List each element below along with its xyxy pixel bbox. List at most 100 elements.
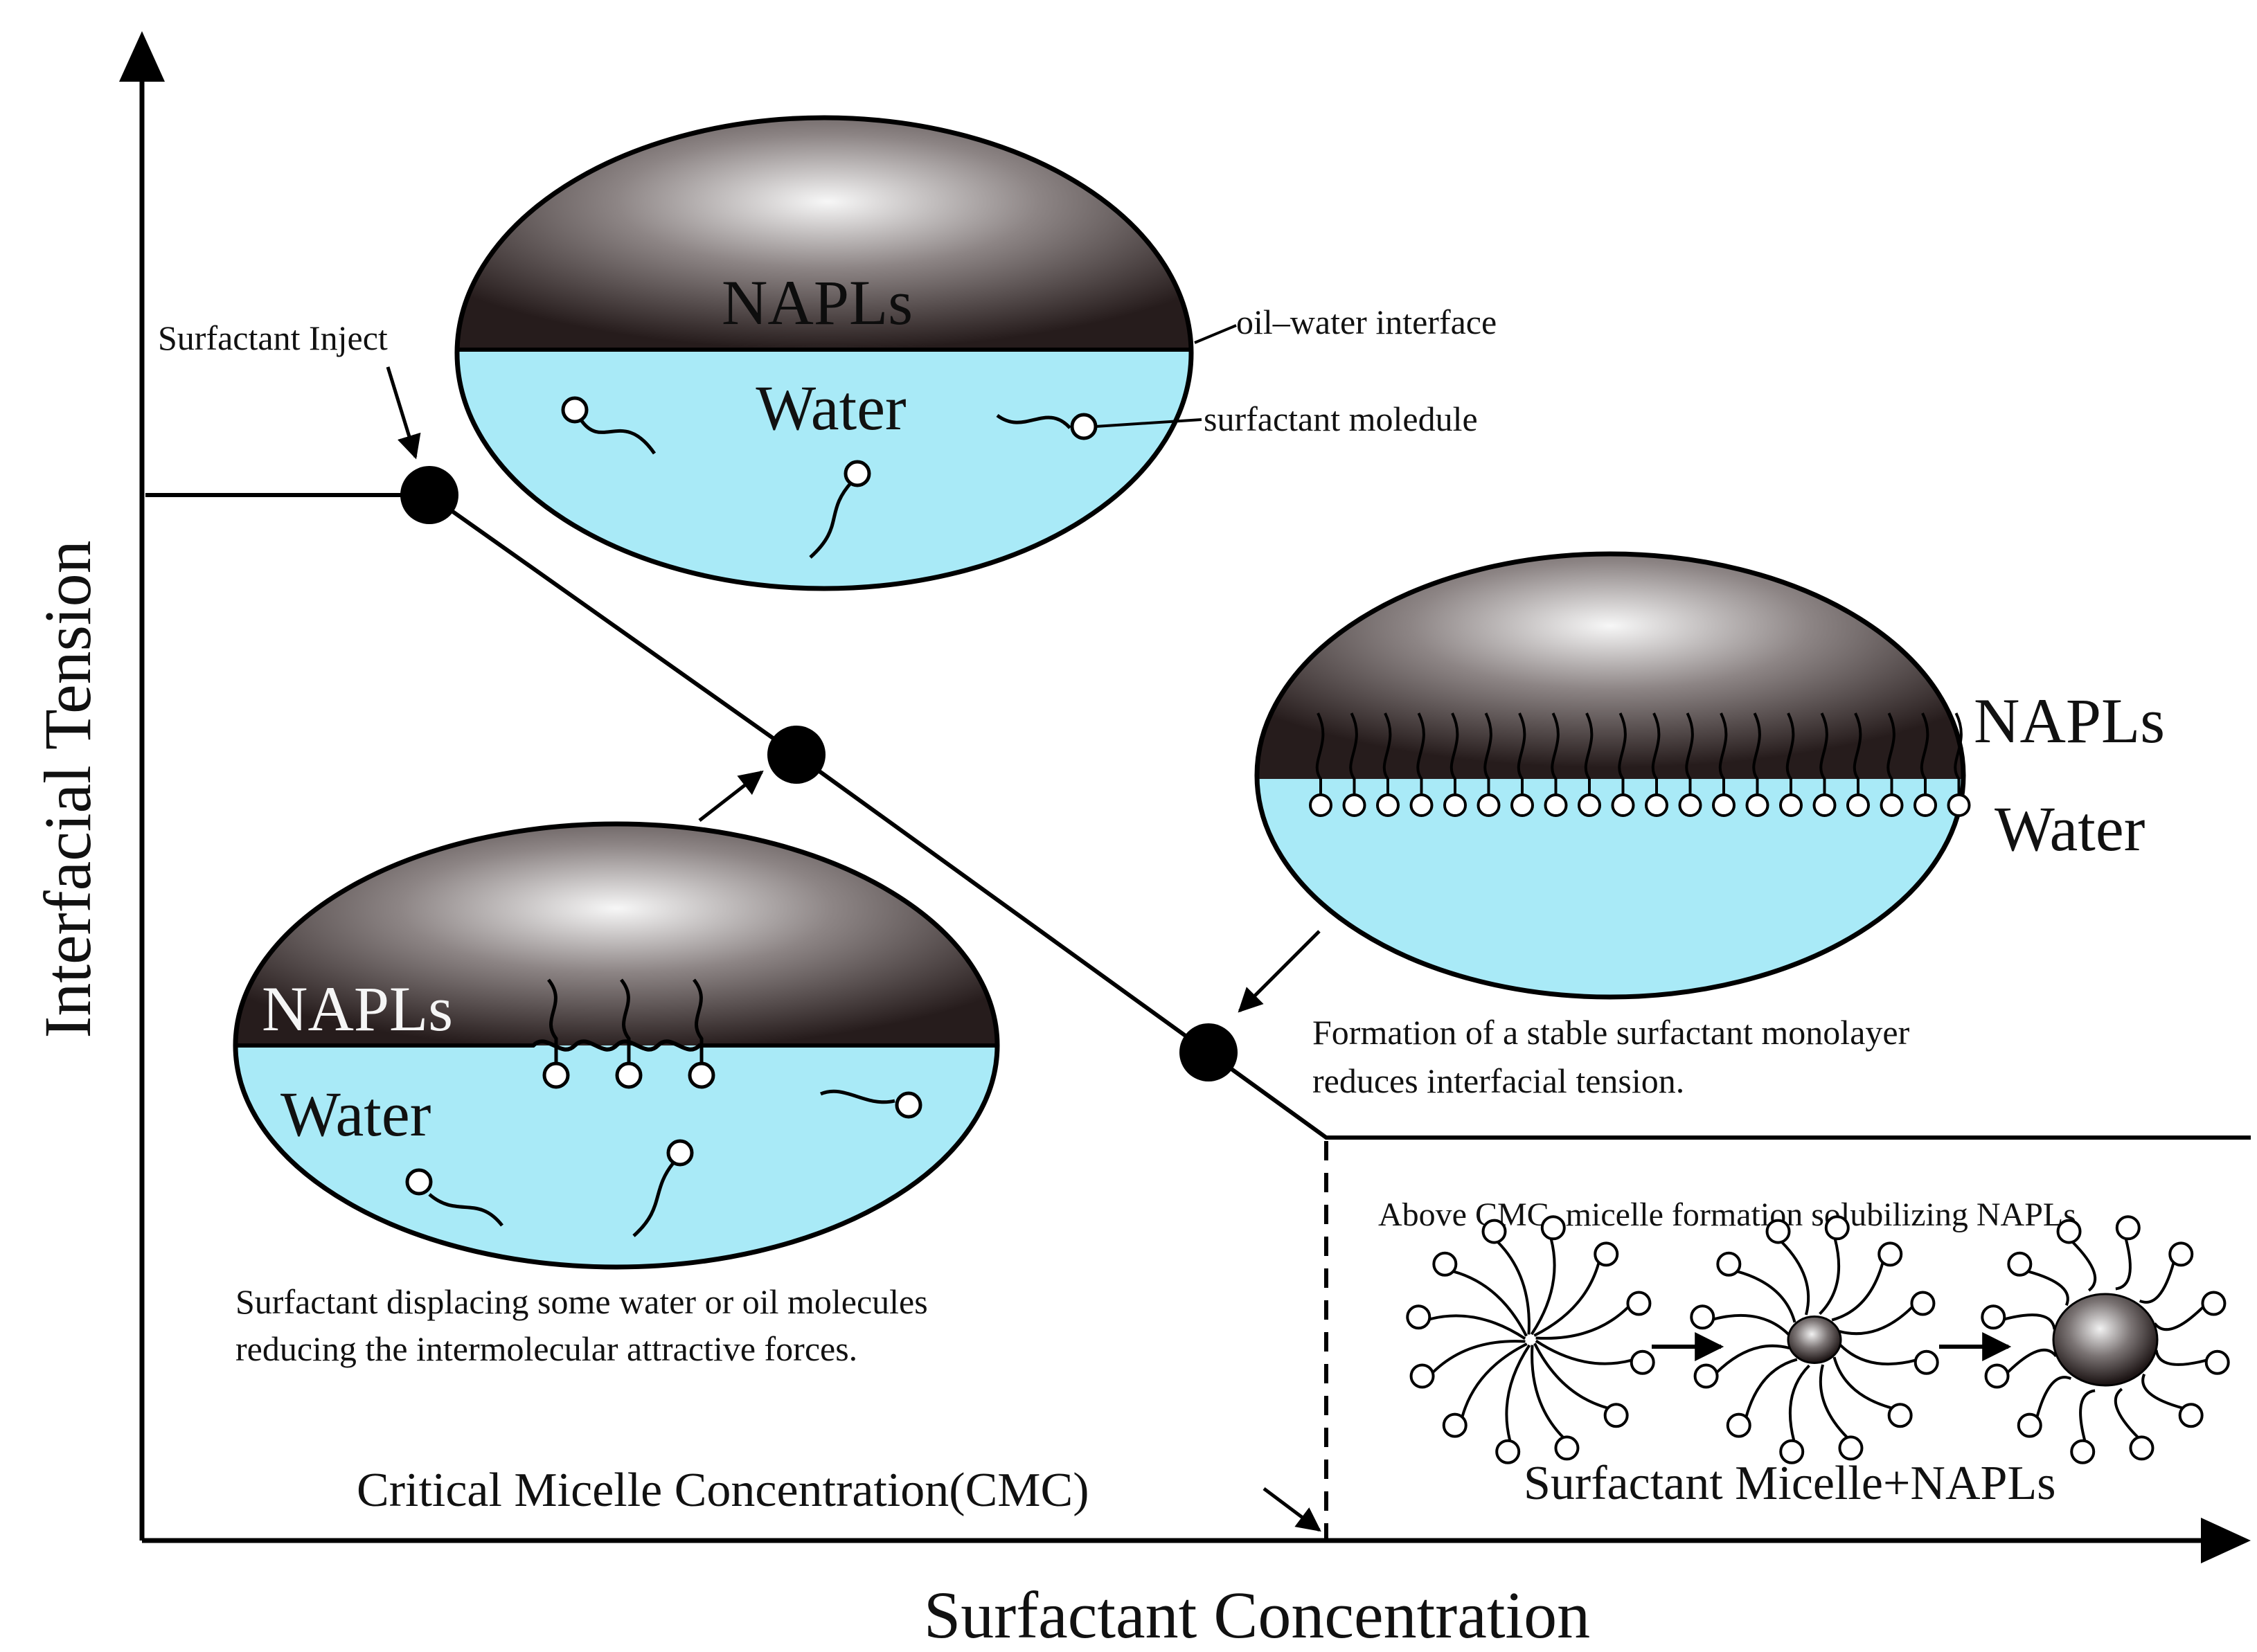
micelle-surfactant-tail: [1781, 1241, 1810, 1316]
micelle-surfactant-tail: [1461, 1343, 1528, 1418]
monolayer-surfactant-head: [1745, 793, 1769, 817]
surfactant-molecule: [561, 396, 657, 455]
micelle-surfactant-head: [1693, 1363, 1719, 1389]
micelle-surfactant-tail: [1713, 1313, 1790, 1336]
micelle-surfactant-tail: [2071, 1241, 2097, 1292]
monolayer-surfactant-head: [1880, 793, 1904, 817]
micelle-surfactant-head: [1910, 1291, 1936, 1316]
droplet-right-oil-label: NAPLs: [1974, 685, 2165, 756]
monolayer-surfactant-head: [1342, 793, 1366, 817]
monolayer-surfactant-head: [1544, 793, 1568, 817]
micelle-surfactant-tail: [2079, 1389, 2096, 1442]
droplet-right: NAPLs Water: [1254, 551, 2165, 1000]
micelle-surfactant-tail: [1531, 1345, 1564, 1439]
right-caption-line1: Formation of a stable surfactant monolay…: [1312, 1013, 1910, 1052]
micelle-label: Surfactant Micelle+NAPLs: [1524, 1457, 2055, 1510]
micelle-surfactant-head: [1887, 1403, 1913, 1428]
monolayer-surfactant-tail: [1382, 712, 1392, 795]
y-axis-arrow: [119, 31, 165, 82]
micelle-surfactant-tail: [2004, 1313, 2056, 1330]
micelle-surfactant-tail: [1736, 1270, 1796, 1323]
monolayer-surfactant-head: [1779, 793, 1803, 817]
micelle-surfactant-head: [1626, 1291, 1652, 1316]
micelle-surfactant-head: [1877, 1241, 1903, 1267]
monolayer-surfactant-tail: [1718, 712, 1728, 795]
monolayer-surfactant-tail: [1853, 712, 1862, 795]
micelle-surfactant-tail: [1533, 1343, 1609, 1410]
monolayer-surfactant-tail: [1517, 712, 1526, 795]
micelle-surfactant-tail: [1715, 1344, 1790, 1374]
micelle-sequence: [1406, 1215, 2230, 1464]
surfactant-molecule-label: surfactant moledule: [1204, 399, 1478, 438]
curve-point-monolayer: [1179, 1023, 1238, 1081]
molecule-leader-line: [1095, 418, 1202, 428]
monolayer-surfactant-tail: [1785, 712, 1795, 795]
micelle-surfactant-head: [1981, 1304, 2006, 1330]
micelle-surfactant-tail: [2155, 1349, 2207, 1366]
monolayer-surfactant-head: [1477, 793, 1501, 817]
left-caption-line1: Surfactant displacing some water or oil …: [235, 1282, 928, 1321]
micelle-surfactant-tail: [1745, 1358, 1798, 1418]
x-axis-arrow: [2201, 1518, 2251, 1563]
micelle-surfactant-tail: [1839, 1306, 1913, 1336]
monolayer-surfactant-tail: [1551, 712, 1560, 795]
micelle-surfactant-tail: [2114, 1388, 2139, 1439]
curve-point-middle: [767, 726, 826, 784]
monolayer-surfactant-head: [1611, 793, 1635, 817]
droplet-top-water-label: Water: [756, 372, 906, 443]
micelle-surfactant-head: [2017, 1412, 2042, 1438]
surfactant-molecule: [632, 1139, 694, 1237]
micelle-surfactant-head: [2115, 1215, 2141, 1241]
right-droplet-arrow: [1238, 930, 1321, 1013]
monolayer-surfactant-tail: [1651, 712, 1661, 795]
monolayer-surfactant-tail: [1416, 712, 1425, 795]
micelle-surfactant-head: [1690, 1304, 1715, 1330]
micelle-surfactant-tail: [1839, 1344, 1916, 1366]
surfactant-inject-label: Surfactant Inject: [158, 318, 388, 357]
monolayer-surfactant-tail: [1483, 712, 1492, 795]
micelle-2: [1690, 1215, 1939, 1464]
surfactant-molecule: [820, 1089, 922, 1119]
right-caption-line2: reduces interfacial tension.: [1312, 1061, 1684, 1100]
micelle-3: [1981, 1215, 2230, 1464]
napl-core: [2052, 1293, 2159, 1387]
micelle-surfactant-tail: [1832, 1356, 1893, 1410]
monolayer-surfactant-head: [1913, 793, 1937, 817]
micelle-surfactant-head: [1406, 1304, 1431, 1330]
monolayer-surfactant-tail: [1954, 712, 1963, 795]
monolayer-surfactant-head: [1376, 793, 1400, 817]
micelle-surfactant-head: [1442, 1412, 1468, 1438]
monolayer-surfactant-head: [1409, 793, 1434, 817]
micelle-surfactant-head: [1838, 1435, 1864, 1461]
droplet-top-oil-label: NAPLs: [722, 267, 913, 338]
left-droplet-arrow: [698, 770, 764, 822]
monolayer-surfactant-head: [1678, 793, 1702, 817]
oil-water-interface-label: oil–water interface: [1236, 303, 1497, 341]
monolayer-surfactant-head: [1846, 793, 1870, 817]
micelle-surfactant-head: [2168, 1241, 2194, 1267]
micelle-surfactant-tail: [1819, 1238, 1841, 1316]
micelle-surfactant-head: [1779, 1439, 1805, 1464]
micelle-surfactant-head: [1432, 1251, 1458, 1277]
oil-water-interface-line: [237, 1039, 996, 1052]
monolayer-surfactant-head: [1947, 793, 1971, 817]
monolayer-surfactant-tail: [1618, 712, 1627, 795]
monolayer-surfactant-tail: [1685, 712, 1694, 795]
micelle-surfactant-head: [2129, 1435, 2155, 1461]
micelle-surfactant-tail: [2153, 1306, 2204, 1331]
micelle-surfactant-tail: [2115, 1238, 2132, 1291]
micelle-surfactant-tail: [1533, 1262, 1600, 1337]
micelle-surfactant-head: [2178, 1403, 2204, 1428]
monolayer-surfactant-tail: [1315, 712, 1325, 795]
micelle-surfactant-head: [1765, 1219, 1791, 1244]
micelle-surfactant-head: [1716, 1251, 1742, 1277]
curve-point-inject: [400, 466, 458, 524]
micelle-surfactant-head: [1726, 1412, 1751, 1438]
micelle-surfactant-head: [2007, 1251, 2033, 1277]
monolayer-surfactant-tail: [1584, 712, 1594, 795]
micelle-surfactant-tail: [1452, 1270, 1528, 1337]
micelle-surfactant-head: [1495, 1439, 1521, 1464]
micelle-surfactant-head: [1913, 1349, 1939, 1375]
surfactant-molecule: [405, 1168, 503, 1227]
axes: [139, 69, 2202, 1543]
